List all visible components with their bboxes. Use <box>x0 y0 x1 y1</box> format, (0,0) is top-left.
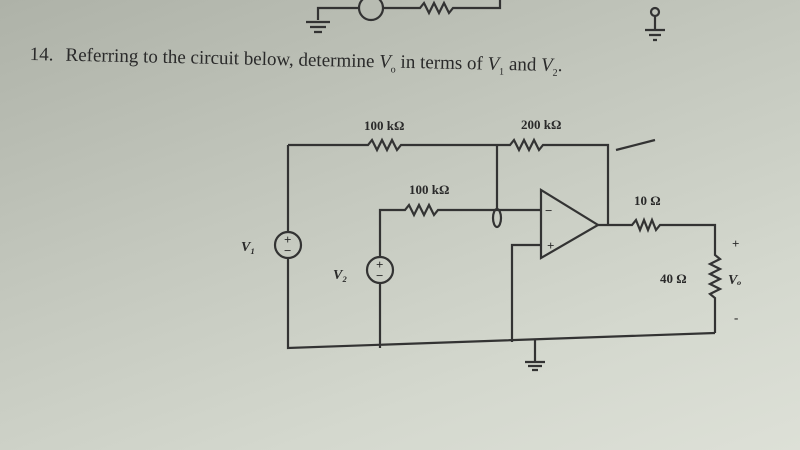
resistor-10-label: 10 Ω <box>634 193 661 208</box>
svg-text:+: + <box>284 232 291 247</box>
op-amp: − + <box>539 188 601 260</box>
wires <box>286 137 723 372</box>
opamp-noninverting-label: + <box>547 238 554 253</box>
v1-label: V₁ <box>241 240 255 255</box>
resistor-40-label: 40 Ω <box>660 271 687 286</box>
previous-circuit-fragment <box>306 0 665 42</box>
resistor-200k-label: 200 kΩ <box>521 117 561 132</box>
svg-text:−: − <box>284 243 291 258</box>
vo-label: Vₒ <box>728 273 741 288</box>
source-v2: + − V₂ <box>333 255 395 285</box>
source-v1: + − V₁ <box>241 230 303 260</box>
svg-text:+: + <box>376 257 383 272</box>
vo-minus: - <box>734 310 738 325</box>
v2-label: V₂ <box>333 268 347 283</box>
vo-plus: + <box>732 236 739 251</box>
resistor-100k-v2-label: 100 kΩ <box>409 182 449 197</box>
svg-text:−: − <box>376 268 383 283</box>
resistor-100k-top-label: 100 kΩ <box>364 118 404 133</box>
opamp-inverting-label: − <box>545 203 552 218</box>
